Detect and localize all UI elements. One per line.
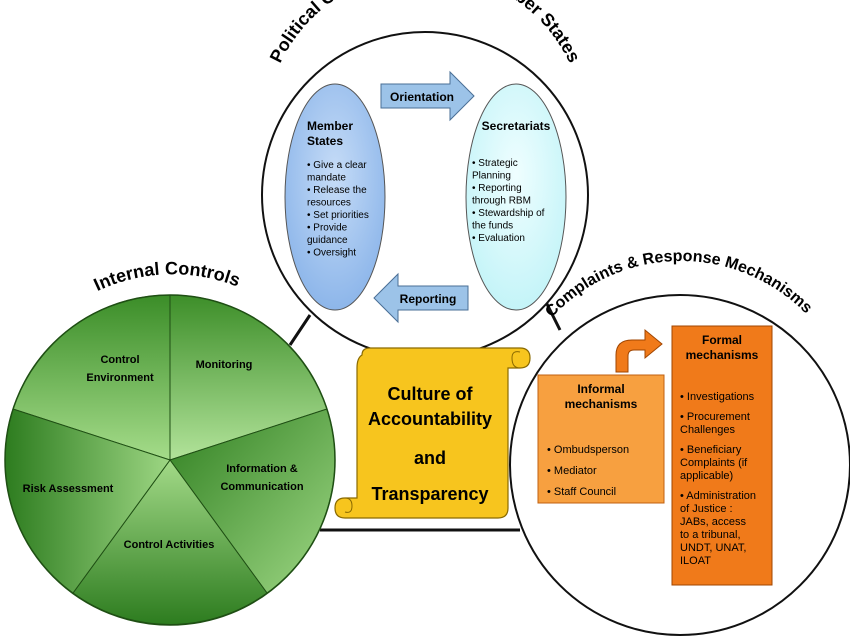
member-states-line-2: mandate (307, 173, 346, 184)
secretariats-line-4: through RBM (472, 196, 531, 207)
escalation-arrow (615, 328, 663, 373)
member-states-title-2: States (307, 134, 343, 148)
label-control-environment-2: Environment (86, 372, 154, 384)
formal-line-7: • Administration (680, 490, 756, 502)
formal-line-9: JABs, access (680, 516, 747, 528)
secretariats-line-6: the funds (472, 221, 513, 232)
scroll-line-1: Culture of (388, 384, 474, 404)
member-states-line-4: resources (307, 198, 351, 209)
formal-line-3: Challenges (680, 424, 736, 436)
member-states-line-5: • Set priorities (307, 210, 369, 221)
member-states-line-8: • Oversight (307, 248, 356, 259)
informal-item-2: • Mediator (547, 465, 597, 477)
member-states-list: • Give a clear mandate• Release the resour… (307, 160, 369, 259)
secretariats-line-5: • Stewardship of (472, 208, 545, 219)
label-monitoring: Monitoring (196, 359, 253, 371)
label-control-activities: Control Activities (124, 539, 215, 551)
orientation-label: Orientation (390, 90, 454, 104)
formal-line-5: Complaints (if (680, 457, 748, 469)
scroll-line-2: Accountability (368, 409, 492, 429)
informal-item-1: • Ombudsperson (547, 444, 629, 456)
informal-item-3: • Staff Council (547, 486, 616, 498)
formal-line-1: • Investigations (680, 391, 755, 403)
formal-line-11: UNDT, UNAT, (680, 542, 746, 554)
formal-mechanisms-box: Formal mechanisms • Investigations • Proc… (671, 325, 773, 586)
formal-line-6: applicable) (680, 470, 733, 482)
informal-title-1: Informal (577, 382, 624, 396)
label-information-1: Information & (226, 463, 298, 475)
formal-title-2: mechanisms (686, 348, 759, 362)
secretariats-line-2: Planning (472, 171, 511, 182)
internal-controls-title: Internal Controls (91, 258, 243, 295)
informal-title-2: mechanisms (565, 397, 638, 411)
informal-mechanisms-box: Informal mechanisms • Ombudsperson • Med… (537, 374, 665, 504)
member-states-line-6: • Provide (307, 223, 348, 234)
orientation-arrow: Orientation (380, 70, 475, 122)
complaints-circle: Complaints & Response Mechanisms Informa… (509, 248, 850, 636)
member-states-oval: Member States • Give a clear mandate• Rel… (284, 83, 386, 311)
secretariats-title: Secretariats (482, 119, 551, 133)
connector-lines (288, 299, 562, 532)
label-information-2: Communication (220, 481, 303, 493)
member-states-line-1: • Give a clear (307, 160, 367, 171)
scroll-line-4: Transparency (371, 484, 488, 504)
member-states-line-7: guidance (307, 235, 348, 246)
internal-controls-circle: Internal Controls Control Environment Mo… (4, 258, 336, 626)
formal-line-2: • Procurement (680, 411, 750, 423)
reporting-label: Reporting (400, 292, 457, 306)
secretariats-line-7: • Evaluation (472, 233, 525, 244)
formal-line-10: to a tribunal, (680, 529, 741, 541)
secretariats-line-3: • Reporting (472, 183, 522, 194)
formal-line-8: of Justice : (680, 503, 733, 515)
label-risk-assessment: Risk Assessment (23, 483, 114, 495)
formal-line-4: • Beneficiary (680, 444, 742, 456)
formal-title-1: Formal (702, 333, 742, 347)
formal-line-12: ILOAT (680, 555, 711, 567)
top-circle: Political Covenant with the Member State… (261, 0, 589, 359)
secretariats-line-1: • Strategic (472, 158, 518, 169)
scroll-line-3: and (414, 448, 446, 468)
member-states-title-1: Member (307, 119, 353, 133)
label-control-environment-1: Control (100, 354, 139, 366)
culture-scroll: Culture of Accountability and Transparen… (334, 347, 531, 519)
reporting-arrow: Reporting (373, 272, 469, 324)
member-states-line-3: • Release the (307, 185, 367, 196)
